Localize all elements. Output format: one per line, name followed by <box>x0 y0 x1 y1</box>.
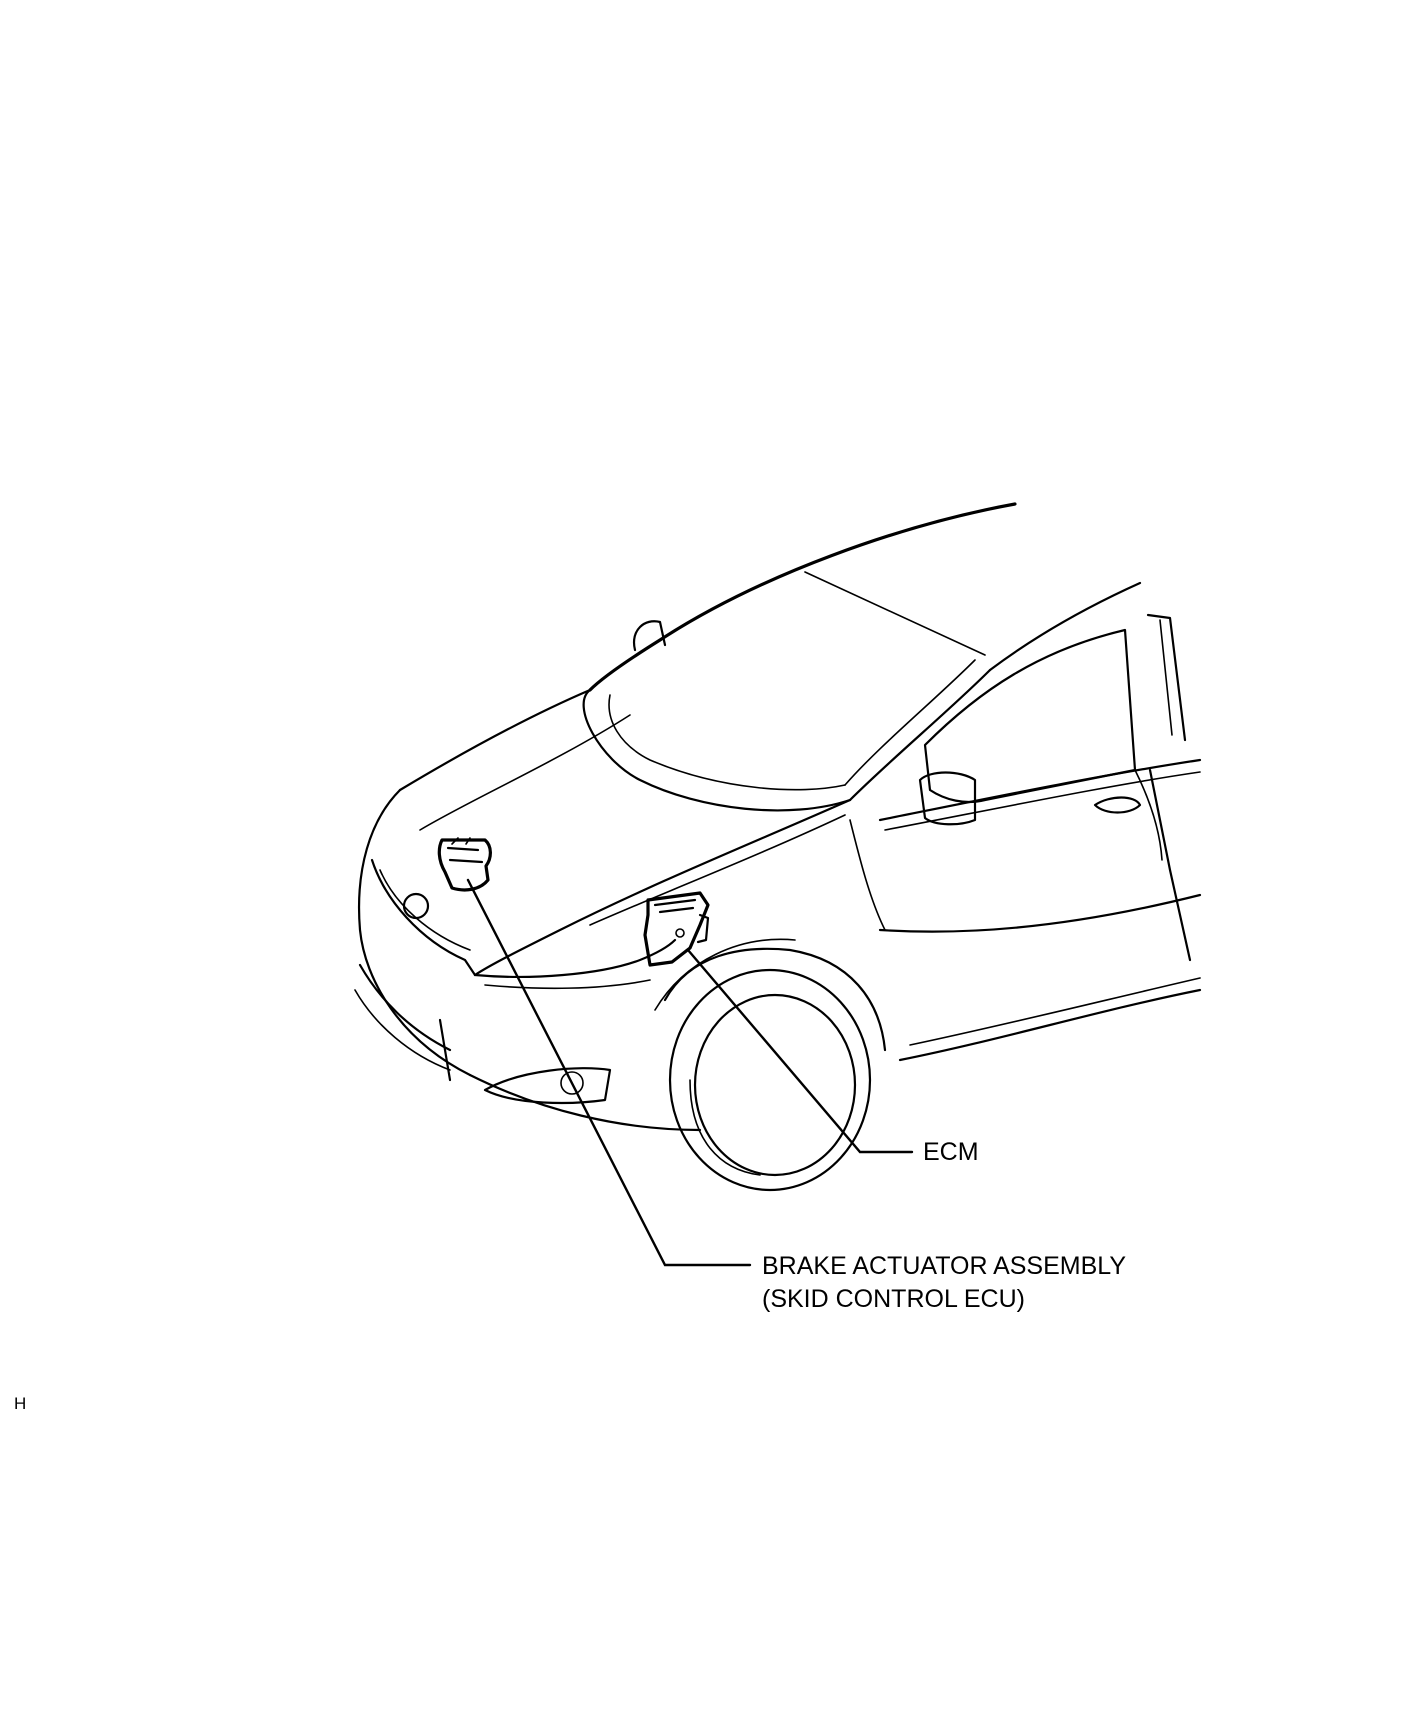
ecm-leader-line <box>686 948 914 1154</box>
brake-actuator-leader-line <box>466 878 752 1267</box>
brake-actuator-label-line1: BRAKE ACTUATOR ASSEMBLY <box>762 1252 1127 1280</box>
brake-actuator-label-line2: (SKID CONTROL ECU) <box>762 1285 1025 1313</box>
ecm-component <box>643 891 710 967</box>
ecm-label: ECM <box>923 1138 979 1166</box>
figure-code: H <box>14 1394 27 1413</box>
vehicle-body-outline <box>354 502 1202 1192</box>
brake-actuator-component <box>437 837 492 892</box>
